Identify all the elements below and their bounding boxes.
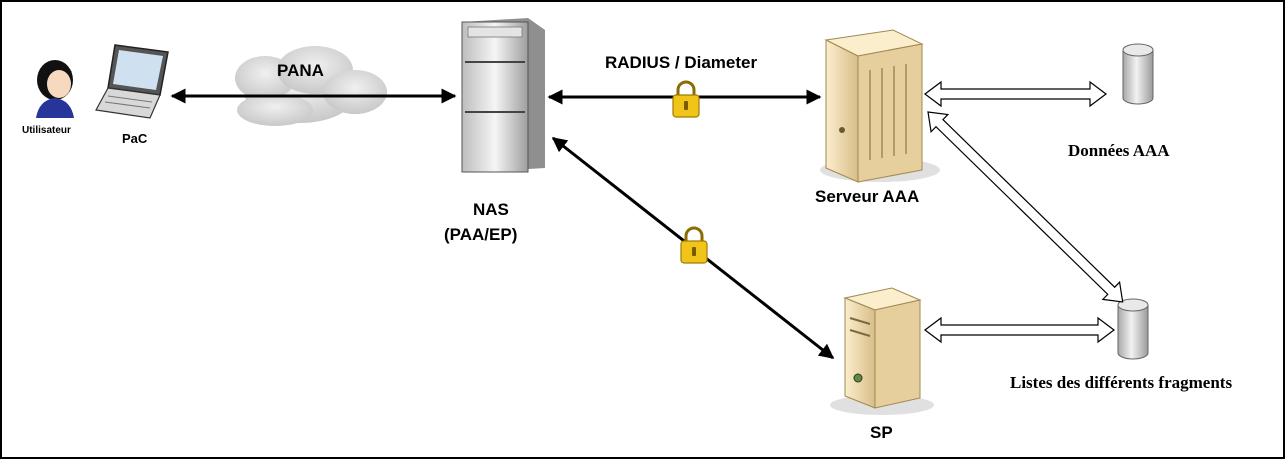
aaa-database-icon (1122, 43, 1154, 105)
nas-sublabel: (PAA/EP) (444, 225, 517, 244)
sp-server-icon (830, 287, 934, 415)
pac-label: PaC (122, 131, 148, 146)
pana-label: PANA (277, 61, 324, 80)
nas-label: NAS (473, 200, 509, 219)
aaa-server-label: Serveur AAA (815, 187, 919, 206)
sp-padlock-icon (680, 226, 708, 264)
radius-padlock-icon (672, 80, 700, 118)
sp-label: SP (870, 423, 893, 442)
aaa-server-icon (820, 29, 940, 183)
user-label: Utilisateur (22, 125, 71, 136)
aaa-to-data-arrow (924, 80, 1107, 108)
radius-label: RADIUS / Diameter (605, 53, 757, 72)
aaa-to-fragments-arrow (927, 111, 1124, 303)
fragments-label: Listes des différents fragments (1010, 373, 1232, 392)
laptop-icon (95, 44, 169, 119)
aaa-data-label: Données AAA (1068, 141, 1170, 160)
nas-server-icon (461, 18, 545, 173)
sp-to-fragments-arrow (924, 316, 1115, 344)
fragments-database-icon (1117, 298, 1149, 360)
user-icon (36, 60, 74, 118)
